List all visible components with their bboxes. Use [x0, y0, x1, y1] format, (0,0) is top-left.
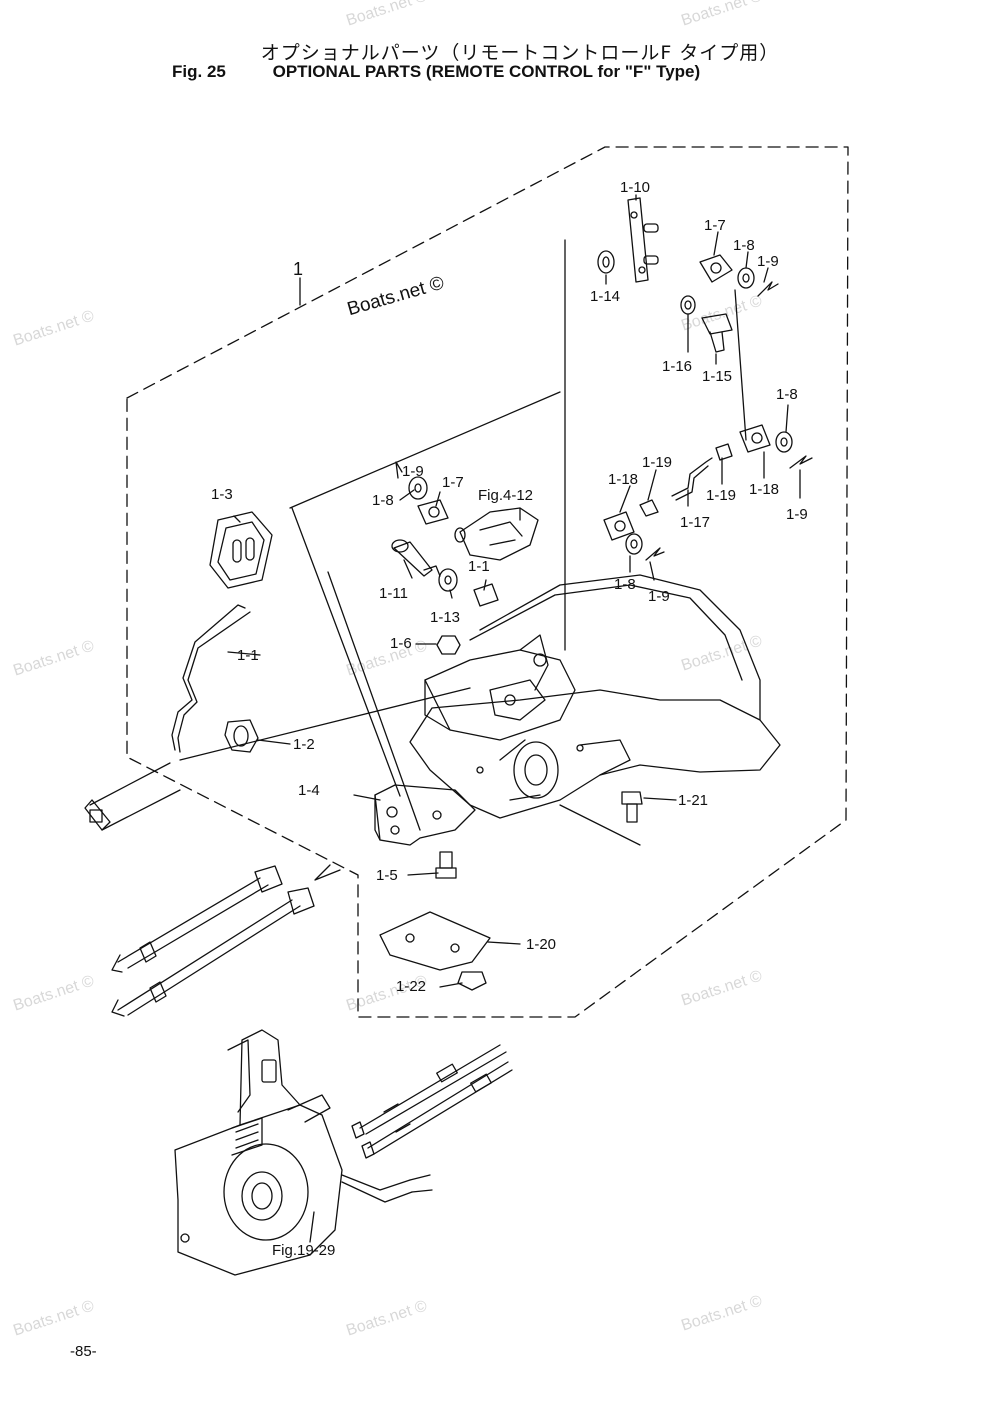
remote-control-box	[174, 1029, 433, 1276]
bolt-part-1-5	[435, 851, 457, 879]
callout-1-9: 1-9	[648, 588, 670, 605]
callout-1-8: 1-8	[776, 386, 798, 403]
washer-part-1-8-top	[737, 267, 755, 289]
callout-1-19: 1-19	[706, 487, 736, 504]
clip-part-1-9-mid	[645, 547, 665, 561]
title-japanese: オプショナルパーツ（リモートコントロールF タイプ用）	[260, 42, 780, 64]
callout-1-22: 1-22	[396, 978, 426, 995]
callout-1-18: 1-18	[608, 471, 638, 488]
link-plate-part-1-10	[627, 197, 659, 283]
joint-part-1-18-mid	[603, 511, 635, 541]
callout-1-15: 1-15	[702, 368, 732, 385]
reference-fig-19-29: Fig.19-29	[272, 1242, 335, 1259]
bottom-cowl-bracket	[409, 574, 781, 819]
tube-sleeve	[84, 762, 181, 831]
callout-1-9: 1-9	[757, 253, 779, 270]
callout-1-13: 1-13	[430, 609, 460, 626]
nut-part-1-6	[436, 635, 461, 655]
grommet-part-1-2	[224, 719, 259, 753]
callout-1-4: 1-4	[298, 782, 320, 799]
callout-1-21: 1-21	[678, 792, 708, 809]
figure-number: Fig. 25	[172, 62, 226, 81]
callout-1-16: 1-16	[662, 358, 692, 375]
bolt-part-1-21	[621, 791, 643, 823]
callout-1-6: 1-6	[390, 635, 412, 652]
assembly-boundary	[126, 146, 849, 1018]
joint-part-1-7-top	[699, 254, 733, 283]
callout-1-17: 1-17	[680, 514, 710, 531]
assembly-leaders	[179, 239, 747, 881]
callout-1-14: 1-14	[590, 288, 620, 305]
washer-part-1-8-mid	[625, 533, 643, 555]
washer-part-1-14	[597, 250, 615, 274]
clip-part-1-9-right	[789, 455, 813, 469]
washer-part-1-8-left	[408, 476, 428, 500]
callout-1-9: 1-9	[402, 463, 424, 480]
remote-control-cables	[351, 1044, 513, 1159]
bolt-part-1-15	[701, 313, 733, 353]
page-number: -85-	[70, 1343, 97, 1360]
nut-part-1-19-right	[715, 443, 733, 461]
callout-1-11: 1-11	[379, 585, 408, 602]
nut-part-1-19-mid	[639, 499, 659, 517]
washer-part-1-13	[438, 568, 458, 592]
carburetor-reference	[454, 507, 539, 561]
callout-1-8: 1-8	[614, 576, 636, 593]
callout-1-20: 1-20	[526, 936, 556, 953]
callout-1-1: 1-1	[468, 558, 490, 575]
figure-title: Fig. 25 OPTIONAL PARTS (REMOTE CONTROL f…	[172, 62, 700, 82]
control-cables	[111, 865, 315, 1017]
callout-1-2: 1-2	[293, 736, 315, 753]
callout-1-7: 1-7	[442, 474, 464, 491]
callout-1-18: 1-18	[749, 481, 779, 498]
rod-part-1-17	[671, 457, 713, 501]
clip-part-1-9-top	[757, 281, 779, 297]
figure-title-text: OPTIONAL PARTS (REMOTE CONTROL for "F" T…	[272, 62, 701, 81]
callout-1-5: 1-5	[376, 867, 398, 884]
joint-part-1-18-right	[739, 424, 771, 453]
clip-part-1-9-left	[395, 461, 403, 479]
callout-1-9: 1-9	[786, 506, 808, 523]
cover-part-1-3	[209, 511, 273, 589]
bracket-part-1-4	[374, 784, 476, 846]
callout-1-19: 1-19	[642, 454, 672, 471]
callout-1-8: 1-8	[733, 237, 755, 254]
washer-part-1-16	[680, 295, 696, 315]
reference-fig-4-12: Fig.4-12	[478, 487, 533, 504]
washer-part-1-8-right	[775, 431, 793, 453]
bushing-part-1-1	[473, 583, 499, 607]
callout-1-1: 1-1	[237, 647, 259, 664]
callout-1-3: 1-3	[211, 486, 233, 503]
callout-1-10: 1-10	[620, 179, 650, 196]
assembly-number: 1	[293, 259, 303, 279]
callout-leaders	[227, 194, 801, 1243]
callout-1-7: 1-7	[704, 217, 726, 234]
callout-1-8: 1-8	[372, 492, 394, 509]
link-rod-part-1-1	[171, 604, 251, 753]
pin-part-1-11	[391, 539, 441, 577]
callout-labels: 1 1-10 1-7 1-8 1-9 1-14 1-16 1-15 1-8 1-…	[211, 179, 808, 1259]
plate-part-1-20	[379, 911, 491, 991]
joint-part-1-7-left	[417, 499, 449, 525]
